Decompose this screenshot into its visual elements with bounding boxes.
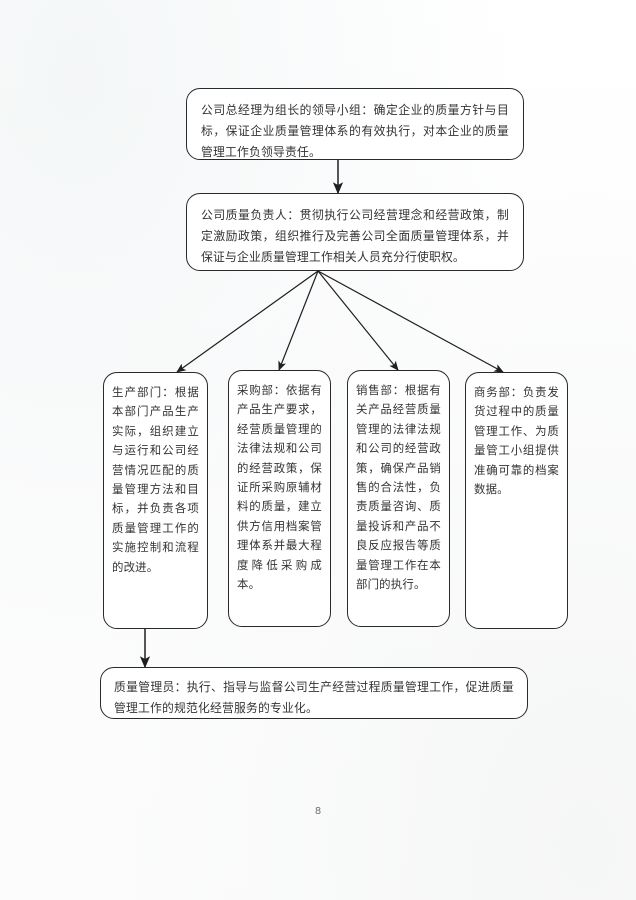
node-quality-officer-text: 公司质量负责人：贯彻执行公司经营理念和经营政策，制定激励政策，组织推行及完善公司… [201, 208, 509, 264]
node-leadership-group-text: 公司总经理为组长的领导小组：确定企业的质量方针与目标，保证企业质量管理体系的有效… [201, 103, 509, 159]
node-leadership-group: 公司总经理为组长的领导小组：确定企业的质量方针与目标，保证企业质量管理体系的有效… [186, 88, 524, 160]
node-sales-department: 销售部：根据有关产品经营质量管理的法律法规和公司的经营政策，确保产品销售的合法性… [347, 370, 450, 627]
node-quality-manager-text: 质量管理员：执行、指导与监督公司生产经营过程质量管理工作，促进质量管理工作的规范… [114, 680, 514, 716]
edge-quality-officer-to-sales [317, 270, 399, 371]
page-number: 8 [314, 806, 322, 817]
node-business-department: 商务部：负责发货过程中的质量管理工作、为质量管工小组提供准确可靠的档案数据。 [465, 372, 568, 629]
node-purchasing-department: 采购部：依据有产品生产要求，经营质量管理的法律法规和公司的经营政策，保证所采购原… [228, 370, 331, 627]
node-purchasing-department-text: 采购部：依据有产品生产要求，经营质量管理的法律法规和公司的经营政策，保证所采购原… [237, 383, 322, 591]
node-quality-officer: 公司质量负责人：贯彻执行公司经营理念和经营政策，制定激励政策，组织推行及完善公司… [186, 193, 524, 271]
edge-quality-officer-to-production [176, 270, 319, 373]
node-production-department: 生产部门：根据本部门产品生产实际，组织建立与运行和公司经营情况匹配的质量管理方法… [103, 372, 208, 629]
node-sales-department-text: 销售部：根据有关产品经营质量管理的法律法规和公司的经营政策，确保产品销售的合法性… [356, 383, 441, 591]
node-business-department-text: 商务部：负责发货过程中的质量管理工作、为质量管工小组提供准确可靠的档案数据。 [474, 385, 559, 496]
node-quality-manager: 质量管理员：执行、指导与监督公司生产经营过程质量管理工作，促进质量管理工作的规范… [100, 667, 528, 719]
edge-quality-officer-to-purchasing [278, 270, 319, 371]
node-production-department-text: 生产部门：根据本部门产品生产实际，组织建立与运行和公司经营情况匹配的质量管理方法… [112, 385, 199, 574]
edge-quality-officer-to-business [317, 270, 504, 373]
